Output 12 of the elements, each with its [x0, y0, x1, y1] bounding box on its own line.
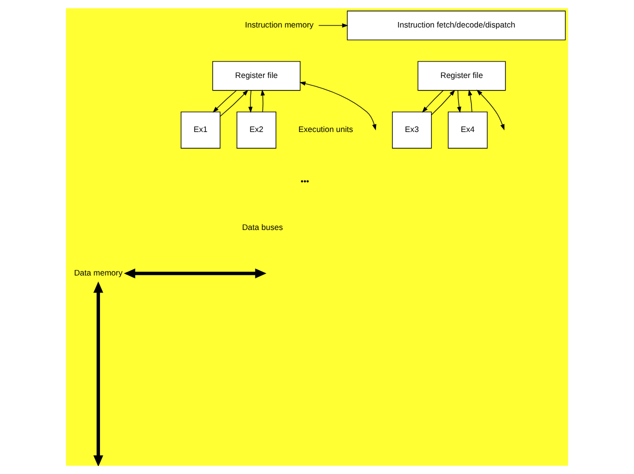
arrow: [260, 89, 265, 112]
arrow: [468, 89, 472, 112]
arrow: [212, 90, 237, 113]
arrow: [220, 90, 248, 117]
arrow: [476, 90, 504, 130]
arrow: [457, 90, 462, 113]
arrow: [124, 268, 266, 278]
arrow: [422, 90, 444, 113]
arrow: [93, 282, 104, 466]
arrow: [318, 23, 348, 28]
arrow: [248, 90, 253, 113]
arrow: [431, 90, 456, 116]
